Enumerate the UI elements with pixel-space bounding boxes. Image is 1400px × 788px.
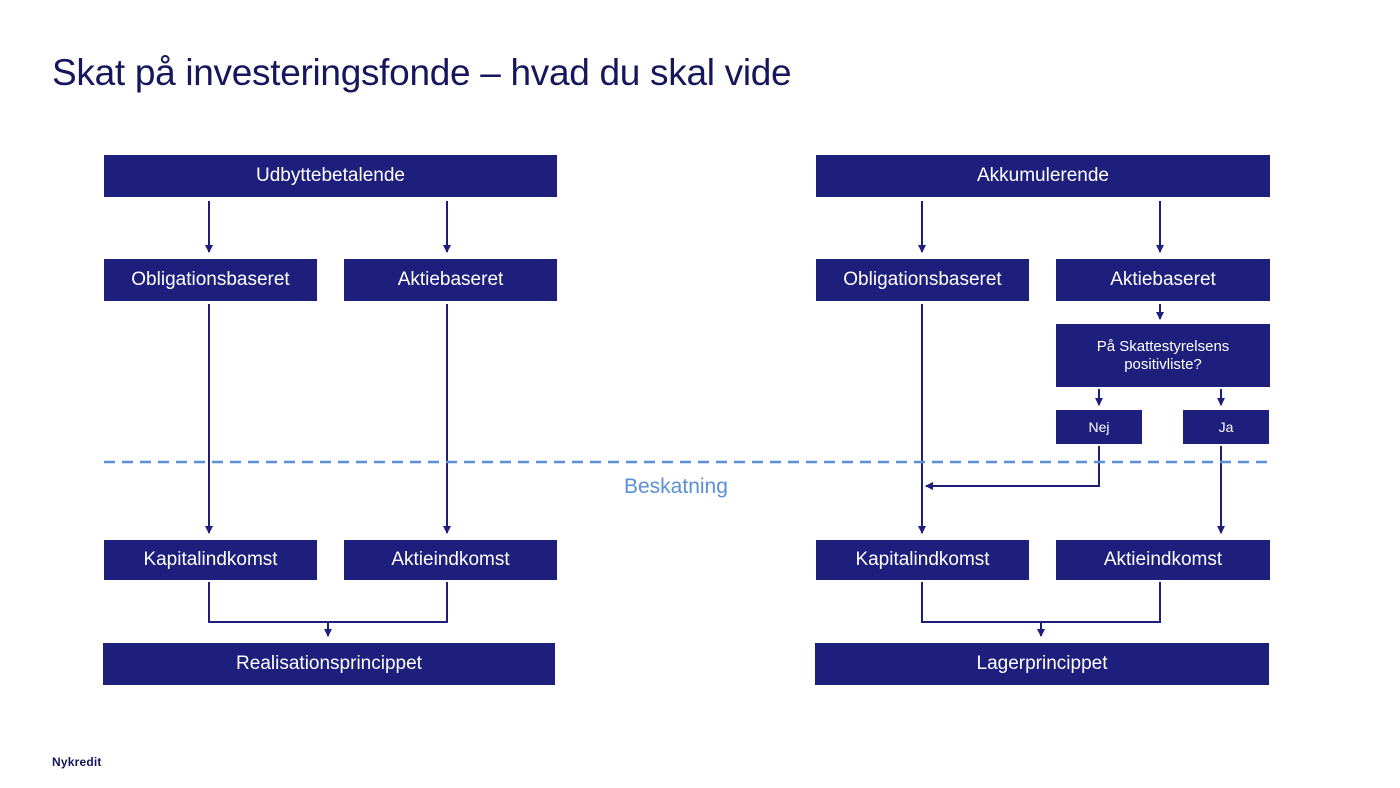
bracket-left-income (208, 582, 448, 623)
box-no: Nej (1056, 410, 1142, 444)
arrow-no-to-capital (925, 446, 1100, 490)
page-title: Skat på investeringsfonde – hvad du skal… (52, 52, 792, 93)
box-accumulating: Akkumulerende (816, 155, 1270, 197)
box-realisation-principle: Realisationsprincippet (103, 643, 555, 685)
box-right-capital-income: Kapitalindkomst (816, 540, 1029, 580)
box-right-share-income: Aktieindkomst (1056, 540, 1270, 580)
taxation-label: Beskatning (624, 475, 728, 498)
box-left-capital-income: Kapitalindkomst (104, 540, 317, 580)
box-left-share-income: Aktieindkomst (344, 540, 557, 580)
box-right-bond-based: Obligationsbaseret (816, 259, 1029, 301)
box-left-bond-based: Obligationsbaseret (104, 259, 317, 301)
box-positive-list-question: På Skattestyrelsens positivliste? (1056, 324, 1270, 387)
box-mark-to-market-principle: Lagerprincippet (815, 643, 1269, 685)
bracket-right-income (921, 582, 1161, 623)
box-left-equity-based: Aktiebaseret (344, 259, 557, 301)
box-dividend-paying: Udbyttebetalende (104, 155, 557, 197)
box-yes: Ja (1183, 410, 1269, 444)
nykredit-logo: Nykredit (52, 755, 102, 769)
box-right-equity-based: Aktiebaseret (1056, 259, 1270, 301)
